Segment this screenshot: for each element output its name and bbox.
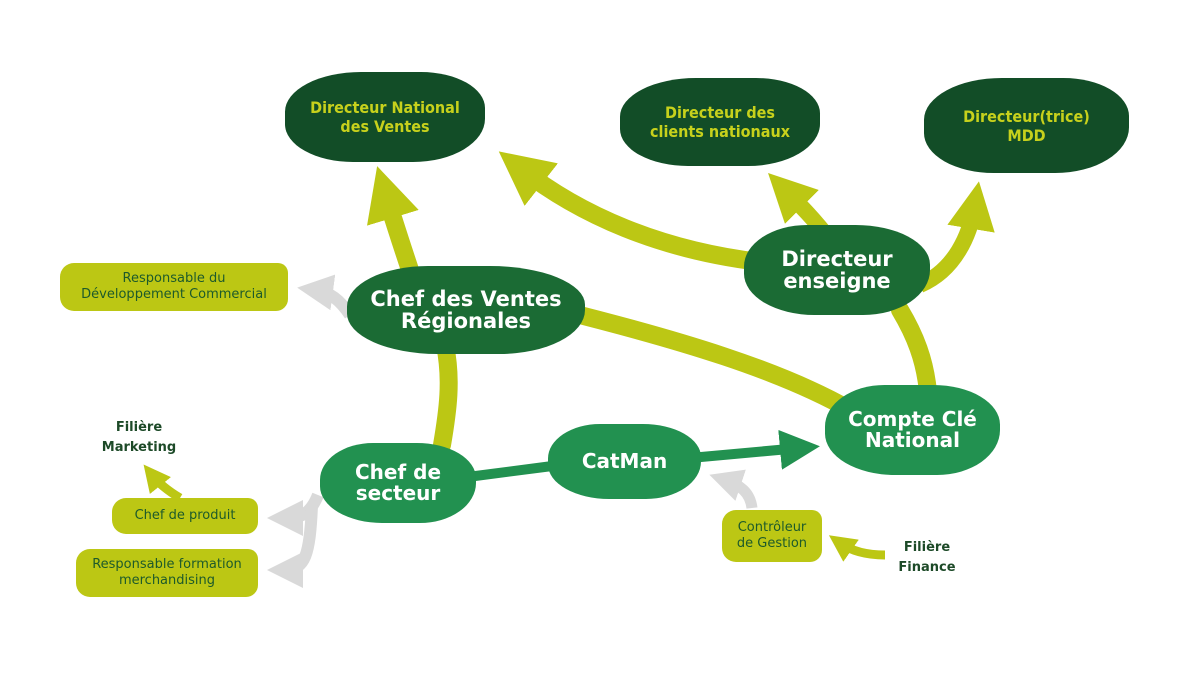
node-responsable-formation: Responsable formation merchandising	[76, 549, 258, 597]
node-label: Directeur des clients nationaux	[649, 103, 791, 141]
node-label: Directeur National des Ventes	[310, 98, 460, 136]
node-chef-ventes-regionales: Chef des Ventes Régionales	[347, 266, 585, 354]
node-chef-produit: Chef de produit	[112, 498, 258, 534]
node-responsable-dev-commercial: Responsable du Développement Commercial	[60, 263, 288, 311]
arrow-enseigne-to-mdd	[916, 181, 995, 293]
label-filiere-marketing: Filière Marketing	[101, 420, 177, 455]
node-label: Directeur(trice) MDD	[963, 106, 1090, 145]
arrow-finance-to-cdg	[828, 535, 886, 562]
node-compte-cle-national: Compte Clé National	[825, 385, 1000, 475]
arrow-secteur-to-cdp	[267, 492, 324, 536]
node-label: Chef des Ventes Régionales	[370, 287, 562, 333]
arrow-secteur-to-rfm	[267, 504, 318, 588]
node-label: Responsable du Développement Commercial	[81, 271, 267, 302]
node-label: Chef de secteur	[354, 460, 442, 505]
node-directeur-clients-nationaux: Directeur des clients nationaux	[620, 78, 820, 166]
node-directeur-national-ventes: Directeur National des Ventes	[285, 72, 485, 162]
line-cvr-to-ccn	[551, 301, 859, 419]
arrow-cvr-to-dnv	[367, 166, 419, 273]
node-chef-secteur: Chef de secteur	[320, 443, 476, 523]
node-directeur-mdd: Directeur(trice) MDD	[924, 78, 1129, 173]
node-label: Contrôleur de Gestion	[736, 520, 808, 551]
node-catman: CatMan	[548, 424, 701, 499]
node-directeur-enseigne: Directeur enseigne	[744, 225, 930, 315]
line-ccn-to-enseigne	[891, 301, 937, 401]
label-filiere-finance: Filière Finance	[898, 540, 956, 575]
node-controleur-gestion: Contrôleur de Gestion	[722, 510, 822, 562]
node-label: Compte Clé National	[848, 407, 977, 452]
node-label: Chef de produit	[134, 508, 236, 523]
arrow-cvr-to-rdc	[297, 274, 355, 319]
arrow-secteur-to-cvr	[433, 336, 458, 454]
node-label: Responsable formation merchandising	[92, 557, 242, 588]
node-label: Directeur enseigne	[781, 247, 893, 293]
arrow-enseigne-to-dnv	[498, 151, 762, 271]
arrow-cdp-to-marketing	[143, 464, 183, 502]
arrow-secteur-to-ccn	[459, 448, 800, 483]
arrow-cdg-to-catman	[709, 469, 758, 510]
node-label: CatMan	[581, 449, 668, 473]
